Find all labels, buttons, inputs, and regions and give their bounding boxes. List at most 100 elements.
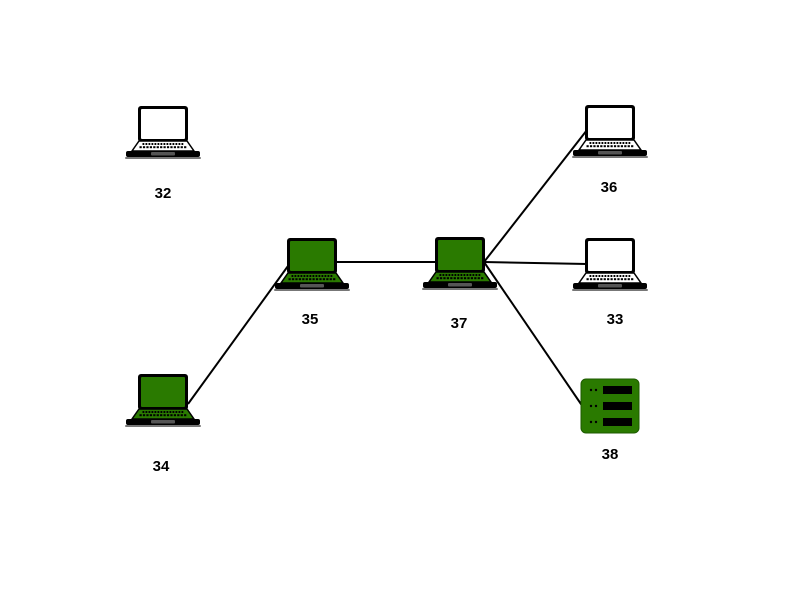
laptop-key bbox=[148, 411, 151, 413]
laptop-key bbox=[142, 146, 146, 149]
laptop-touchpad bbox=[448, 283, 472, 287]
laptop-key bbox=[601, 275, 604, 277]
laptop-key bbox=[315, 278, 319, 281]
laptop-key bbox=[180, 414, 183, 417]
laptop-key bbox=[610, 145, 613, 148]
laptop-key bbox=[457, 274, 460, 276]
laptop-keyboard-deck bbox=[279, 272, 345, 284]
laptop-key bbox=[589, 275, 592, 277]
laptop-key bbox=[177, 146, 180, 149]
laptop-key bbox=[295, 278, 298, 281]
laptop-key bbox=[172, 143, 175, 145]
laptop-key bbox=[469, 274, 472, 276]
laptop-key bbox=[481, 277, 484, 280]
laptop-key bbox=[625, 142, 628, 144]
laptop-icon bbox=[125, 106, 201, 159]
laptop-touchpad bbox=[151, 152, 175, 156]
node-label: 34 bbox=[153, 458, 170, 475]
laptop-key bbox=[294, 275, 297, 277]
laptop-key bbox=[593, 145, 596, 148]
laptop-key bbox=[163, 143, 166, 145]
laptop-key bbox=[180, 146, 183, 149]
laptop-key bbox=[172, 411, 175, 413]
node-37[interactable]: 37 bbox=[422, 237, 498, 332]
laptop-key bbox=[169, 411, 172, 413]
laptop-touchpad bbox=[598, 151, 622, 155]
laptop-icon bbox=[572, 238, 648, 291]
node-33[interactable]: 33 bbox=[572, 238, 648, 328]
laptop-key bbox=[477, 277, 480, 280]
laptop-key bbox=[628, 275, 631, 277]
laptop-icon bbox=[572, 105, 648, 158]
laptop-key bbox=[151, 411, 154, 413]
server-led bbox=[589, 420, 593, 424]
laptop-key bbox=[166, 411, 169, 413]
laptop-key bbox=[142, 143, 145, 145]
laptop-key bbox=[329, 278, 332, 281]
laptop-key bbox=[600, 145, 603, 148]
laptop-key bbox=[146, 414, 149, 417]
laptop-key bbox=[139, 414, 142, 417]
laptop-key bbox=[181, 411, 184, 413]
links-layer bbox=[187, 129, 588, 408]
laptop-screen bbox=[141, 109, 185, 139]
laptop-touchpad bbox=[300, 284, 324, 288]
node-35[interactable]: 35 bbox=[274, 238, 350, 328]
link-37-33 bbox=[483, 261, 588, 265]
laptop-key bbox=[166, 146, 170, 149]
laptop-key bbox=[631, 278, 634, 281]
laptop-key bbox=[624, 145, 627, 148]
laptop-key bbox=[309, 275, 312, 277]
laptop-key bbox=[291, 278, 295, 281]
node-32[interactable]: 32 bbox=[125, 106, 201, 202]
laptop-key bbox=[309, 278, 312, 281]
server-drive-slot bbox=[603, 386, 632, 394]
laptop-key bbox=[607, 145, 610, 148]
laptop-key bbox=[145, 411, 148, 413]
laptop-key bbox=[589, 142, 592, 144]
laptop-key bbox=[321, 275, 324, 277]
laptop-key bbox=[288, 278, 291, 281]
laptop-key bbox=[620, 278, 624, 281]
laptop-base-shadow bbox=[572, 289, 648, 291]
laptop-screen bbox=[588, 108, 632, 138]
laptop-key bbox=[589, 278, 593, 281]
node-label: 32 bbox=[155, 185, 172, 202]
laptop-key bbox=[330, 275, 333, 277]
laptop-keyboard-deck bbox=[130, 408, 196, 420]
laptop-key bbox=[463, 274, 466, 276]
laptop-key bbox=[600, 278, 603, 281]
laptop-key bbox=[628, 142, 631, 144]
laptop-key bbox=[157, 143, 160, 145]
laptop-key bbox=[475, 274, 478, 276]
laptop-key bbox=[631, 145, 634, 148]
laptop-key bbox=[603, 145, 606, 148]
laptop-key bbox=[445, 274, 448, 276]
laptop-key bbox=[589, 145, 593, 148]
laptop-key bbox=[166, 143, 169, 145]
laptop-key bbox=[604, 142, 607, 144]
laptop-key bbox=[175, 143, 178, 145]
laptop-key bbox=[169, 143, 172, 145]
node-36[interactable]: 36 bbox=[572, 105, 648, 196]
laptop-key bbox=[145, 143, 148, 145]
laptop-key bbox=[478, 274, 481, 276]
laptop-key bbox=[146, 146, 149, 149]
nodes-layer: 32 36 35 37 33 34 38 bbox=[125, 105, 648, 475]
laptop-key bbox=[300, 275, 303, 277]
laptop-key bbox=[617, 145, 620, 148]
node-38[interactable]: 38 bbox=[580, 378, 640, 463]
laptop-key bbox=[624, 278, 627, 281]
laptop-keyboard-deck bbox=[130, 140, 196, 152]
node-34[interactable]: 34 bbox=[125, 374, 201, 475]
laptop-key bbox=[592, 275, 595, 277]
laptop-key bbox=[474, 277, 477, 280]
laptop-key bbox=[436, 277, 439, 280]
laptop-key bbox=[160, 414, 163, 417]
laptop-key bbox=[460, 274, 463, 276]
laptop-key bbox=[149, 414, 153, 417]
laptop-keyboard-deck bbox=[577, 139, 643, 151]
laptop-key bbox=[617, 278, 620, 281]
laptop-key bbox=[327, 275, 330, 277]
